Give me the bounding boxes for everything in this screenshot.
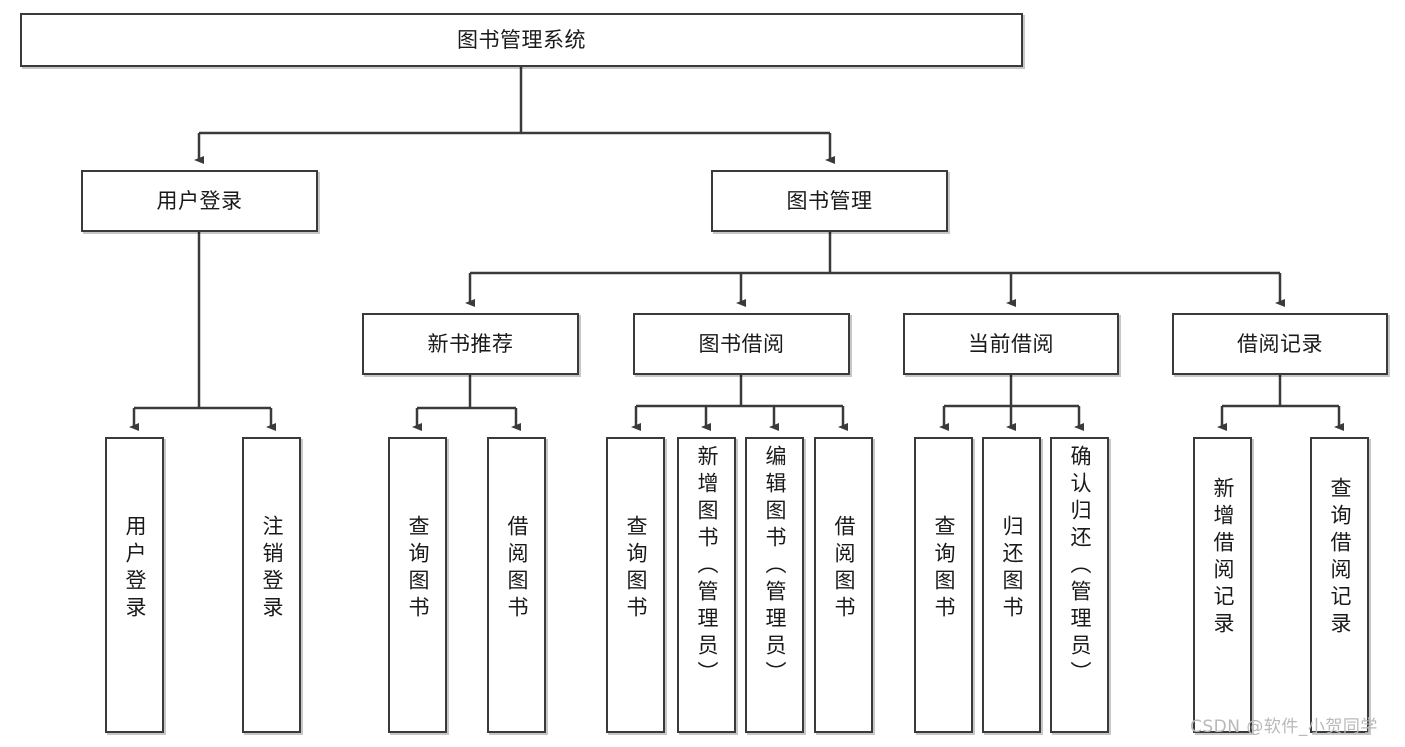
edges-currentborrow-to-leaves	[939, 375, 1084, 431]
node-new-book-recommend-label: 新书推荐	[427, 331, 514, 356]
node-book-borrow[interactable]: 图书借阅	[633, 313, 850, 375]
leaf-confirm-return[interactable]: 确认归还（管理员）	[1050, 437, 1109, 733]
node-book-management[interactable]: 图书管理	[711, 170, 948, 232]
leaf-user-login[interactable]: 用户登录	[105, 437, 164, 733]
csdn-watermark: CSDN @软件_小贺同学	[1190, 717, 1378, 737]
edges-userlogin-to-leaves	[129, 232, 276, 431]
node-root-label: 图书管理系统	[457, 27, 586, 52]
leaf-add-borrow-record[interactable]: 新增借阅记录	[1193, 437, 1252, 733]
node-borrow-record[interactable]: 借阅记录	[1172, 313, 1388, 375]
node-borrow-record-label: 借阅记录	[1237, 331, 1323, 356]
node-user-login-label: 用户登录	[156, 188, 243, 213]
edges-bookmgmt-to-level3	[465, 232, 1285, 307]
edges-root-to-level2	[194, 67, 835, 164]
leaf-query-borrow-record-label: 查询借阅记录	[1328, 477, 1352, 639]
leaf-query-book-a[interactable]: 查询图书	[388, 437, 447, 733]
edges-newbook-to-leaves	[412, 375, 521, 431]
leaf-return-book[interactable]: 归还图书	[982, 437, 1041, 733]
leaf-query-borrow-record[interactable]: 查询借阅记录	[1310, 437, 1369, 733]
node-current-borrow[interactable]: 当前借阅	[903, 313, 1119, 375]
leaf-borrow-book-a[interactable]: 借阅图书	[487, 437, 546, 733]
node-current-borrow-label: 当前借阅	[968, 331, 1054, 356]
leaf-query-book-a-label: 查询图书	[406, 515, 430, 623]
leaf-add-book-label: 新增图书（管理员）	[695, 445, 719, 688]
leaf-query-book-c[interactable]: 查询图书	[914, 437, 973, 733]
node-root[interactable]: 图书管理系统	[20, 13, 1023, 67]
edges-bookborrow-to-leaves	[631, 375, 848, 431]
node-book-management-label: 图书管理	[786, 188, 873, 213]
leaf-logout-label: 注销登录	[260, 515, 284, 623]
leaf-add-borrow-record-label: 新增借阅记录	[1211, 477, 1235, 639]
leaf-borrow-book-b[interactable]: 借阅图书	[814, 437, 873, 733]
leaf-logout[interactable]: 注销登录	[242, 437, 301, 733]
leaf-user-login-label: 用户登录	[123, 515, 147, 623]
edges-borrowrecord-to-leaves	[1217, 375, 1344, 431]
leaf-confirm-return-label: 确认归还（管理员）	[1068, 445, 1092, 688]
node-new-book-recommend[interactable]: 新书推荐	[362, 313, 579, 375]
leaf-query-book-c-label: 查询图书	[932, 515, 956, 623]
node-book-borrow-label: 图书借阅	[698, 331, 785, 356]
leaf-return-book-label: 归还图书	[1000, 515, 1024, 623]
leaf-borrow-book-b-label: 借阅图书	[832, 515, 856, 623]
node-user-login[interactable]: 用户登录	[81, 170, 318, 232]
leaf-query-book-b[interactable]: 查询图书	[606, 437, 665, 733]
leaf-edit-book[interactable]: 编辑图书（管理员）	[745, 437, 804, 733]
leaf-add-book[interactable]: 新增图书（管理员）	[677, 437, 736, 733]
leaf-borrow-book-a-label: 借阅图书	[505, 515, 529, 623]
leaf-edit-book-label: 编辑图书（管理员）	[763, 445, 787, 688]
leaf-query-book-b-label: 查询图书	[624, 515, 648, 623]
